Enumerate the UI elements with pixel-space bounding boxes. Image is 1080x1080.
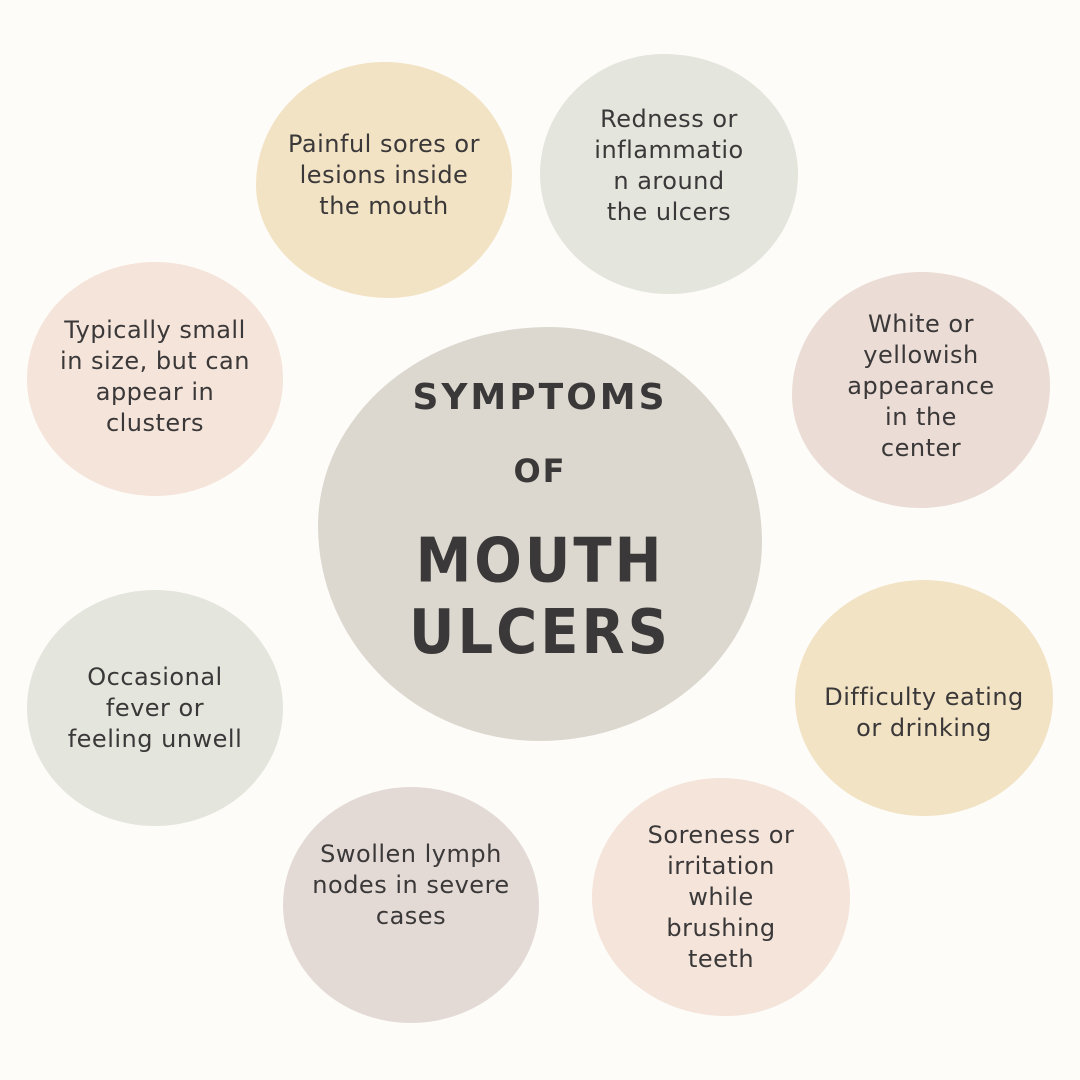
symptom-text: Difficulty eating or drinking — [824, 683, 1024, 742]
symptom-occasional-fever: Occasional fever or feeling unwell — [27, 590, 283, 826]
symptom-difficulty-eating: Difficulty eating or drinking — [795, 580, 1053, 816]
symptom-redness: Redness or inflammatio n around the ulce… — [540, 54, 798, 294]
symptom-text: White or yellowish appearance in the cen… — [847, 309, 995, 462]
symptom-soreness: Soreness or irritation while brushing te… — [592, 778, 850, 1016]
symptom-text: Swollen lymph nodes in severe cases — [312, 839, 510, 930]
symptom-typically-small: Typically small in size, but can appear … — [27, 262, 283, 496]
title-of: OF — [513, 451, 567, 490]
center-title-blob: SYMPTOMS OF MOUTH ULCERS — [318, 327, 762, 741]
symptom-white-yellowish: White or yellowish appearance in the cen… — [792, 272, 1050, 508]
title-mouth-ulcers: MOUTH ULCERS — [409, 525, 671, 668]
symptom-text: Typically small in size, but can appear … — [60, 316, 250, 437]
title-symptoms: SYMPTOMS — [412, 376, 668, 418]
symptom-text: Redness or inflammatio n around the ulce… — [594, 105, 744, 226]
symptom-text: Soreness or irritation while brushing te… — [647, 820, 795, 973]
symptom-painful-sores: Painful sores or lesions inside the mout… — [256, 62, 512, 298]
symptom-swollen-lymph-nodes: Swollen lymph nodes in severe cases — [283, 787, 539, 1023]
symptom-text: Painful sores or lesions inside the mout… — [288, 129, 480, 220]
symptom-text: Occasional fever or feeling unwell — [67, 662, 243, 753]
